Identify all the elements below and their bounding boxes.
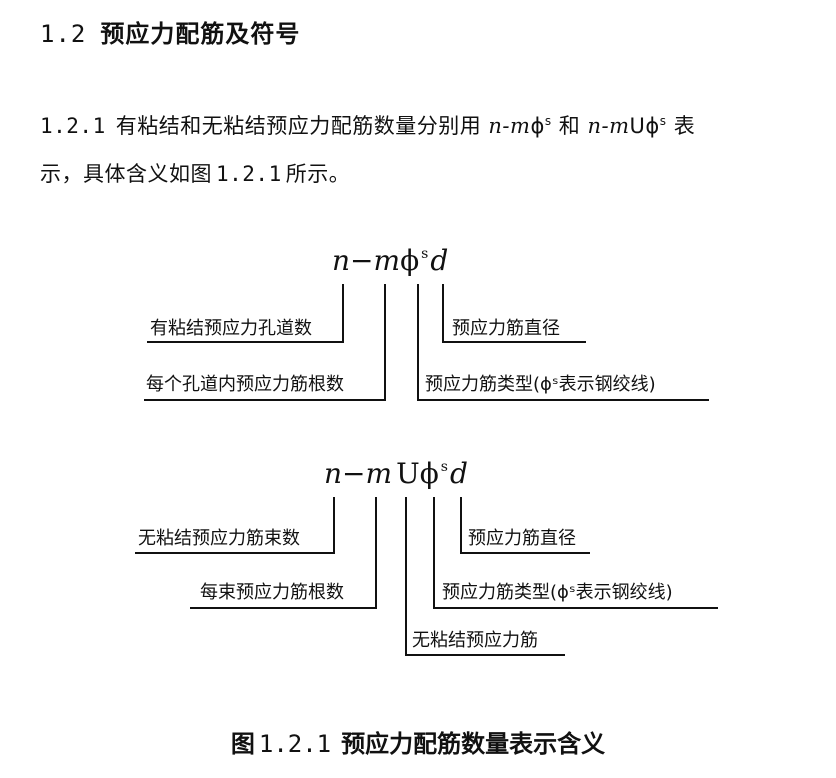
formula2-sup: s: [440, 459, 448, 475]
d2-leader-m-horizontal: [190, 607, 377, 609]
inline-phi-2: ϕ: [645, 114, 660, 138]
d2-leader-m-vertical: [375, 497, 377, 608]
caption-prefix: 图: [230, 730, 255, 758]
section-heading: 1.2 预应力配筋及符号: [40, 14, 300, 49]
clause-figure-ref: 1.2.1: [216, 162, 282, 186]
formula2-phi: ϕ: [419, 457, 439, 490]
d1-leader-n-horizontal: [147, 341, 344, 343]
d1-label-diameter: 预应力筋直径: [452, 318, 560, 339]
clause-number: 1.2.1: [40, 114, 106, 138]
caption-title: 预应力配筋数量表示含义: [341, 730, 606, 758]
d2-leader-d-horizontal: [460, 552, 590, 554]
d1-label-tendons-per-duct: 每个孔道内预应力筋根数: [146, 374, 344, 395]
formula2-d: d: [449, 457, 468, 490]
inline-sup-2: s: [659, 114, 667, 128]
d1-leader-phi-vertical: [417, 284, 419, 400]
formula1-m: m: [373, 244, 401, 277]
d1-leader-n-vertical: [342, 284, 344, 342]
d2-label-diameter: 预应力筋直径: [468, 528, 576, 549]
d1-label-type: 预应力筋类型(ϕˢ表示钢绞线): [425, 374, 656, 395]
clause-and: 和: [558, 114, 581, 138]
formula2-dash: −: [342, 457, 366, 490]
formula2-u: U: [396, 457, 420, 490]
formula1-n: n: [332, 244, 351, 277]
d2-label-type: 预应力筋类型(ϕˢ表示钢绞线): [442, 582, 673, 603]
inline-sup-1: s: [544, 114, 552, 128]
inline-phi-1: ϕ: [530, 114, 545, 138]
section-number: 1.2: [40, 20, 87, 48]
formula2-n: n: [324, 457, 343, 490]
inline-u-letter: U: [629, 114, 646, 138]
inline-formula-unbonded-nm: n-m: [587, 114, 630, 138]
d2-leader-n-horizontal: [135, 552, 335, 554]
d2-leader-phi-vertical: [433, 497, 435, 608]
d1-leader-phi-horizontal: [417, 399, 709, 401]
d1-leader-d-horizontal: [442, 341, 586, 343]
d1-leader-m-vertical: [384, 284, 386, 400]
inline-formula-bonded-nm: n-m: [488, 114, 531, 138]
d1-leader-d-vertical: [442, 284, 444, 342]
clause-text-2a: 示，具体含义如图: [40, 162, 212, 186]
formula1-phi: ϕ: [400, 244, 420, 277]
clause-text-2b: 所示。: [285, 162, 351, 186]
d2-leader-u-horizontal: [405, 654, 565, 656]
d2-leader-u-vertical: [405, 497, 407, 655]
clause-text-1: 有粘结和无粘结预应力配筋数量分别用: [115, 114, 482, 138]
formula1-dash: −: [350, 244, 374, 277]
clause-line1-end: 表: [673, 114, 696, 138]
formula1-sup: s: [421, 246, 429, 262]
d2-leader-phi-horizontal: [433, 607, 718, 609]
d2-leader-d-vertical: [460, 497, 462, 553]
d1-label-ducts: 有粘结预应力孔道数: [150, 318, 312, 339]
d2-label-bundles: 无粘结预应力筋束数: [138, 528, 300, 549]
d2-label-tendons-per-bundle: 每束预应力筋根数: [200, 582, 344, 603]
d1-leader-m-horizontal: [144, 399, 386, 401]
section-title: 预应力配筋及符号: [100, 20, 301, 48]
formula1-d: d: [430, 244, 449, 277]
formula2-m: m: [365, 457, 393, 490]
caption-number: 1.2.1: [258, 730, 332, 758]
d2-label-unbonded: 无粘结预应力筋: [412, 630, 538, 651]
d2-leader-n-vertical: [333, 497, 335, 553]
